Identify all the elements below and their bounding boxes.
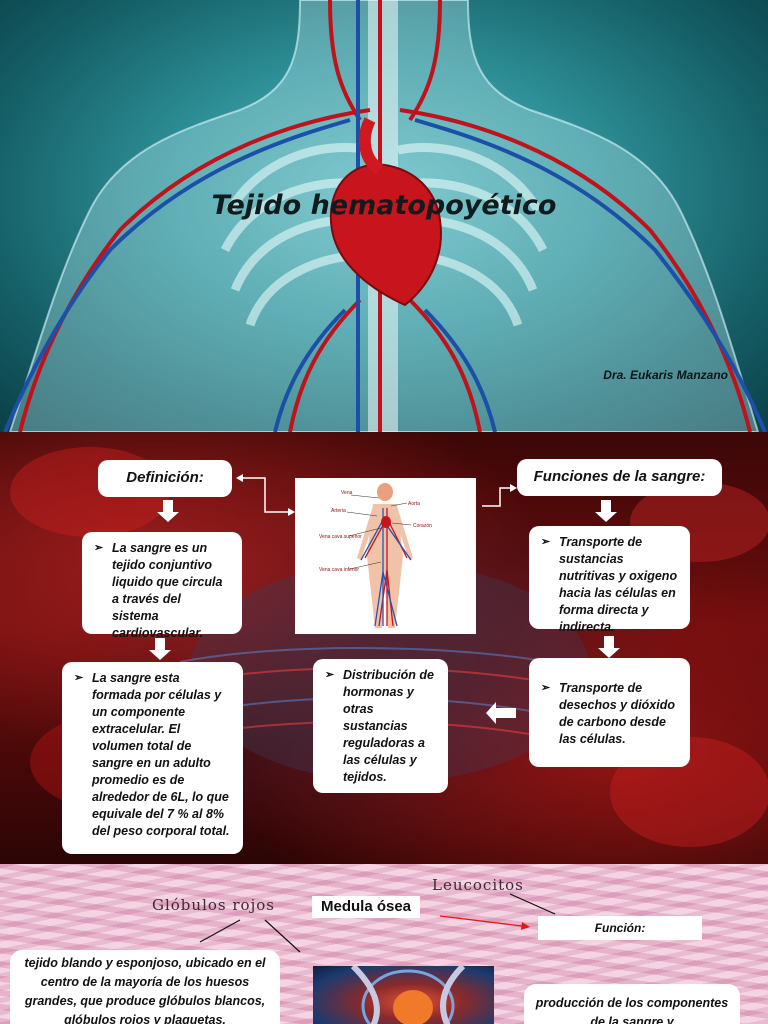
medula-osea-label: Medula ósea [312, 896, 420, 918]
diagram-label-arteria: Arteria [331, 508, 346, 514]
funcion-1-box: ➢ Transporte de sustancias nutritivas y … [529, 526, 690, 634]
bone-marrow-slide: Glóbulos rojos Leucocitos Medula ósea Fu… [0, 864, 768, 1024]
bullet-arrow-icon: ➢ [94, 542, 104, 554]
arrow-down-funcion-2 [598, 636, 620, 658]
funciones-label: Funciones de la sangre: [533, 468, 706, 485]
bullet-arrow-icon: ➢ [74, 672, 84, 684]
composicion-text: La sangre esta formada por células y un … [92, 671, 230, 838]
bullet-arrow-icon: ➢ [541, 536, 551, 548]
arrow-left-funcion-3 [486, 702, 516, 724]
circulatory-body-illustration [3, 0, 767, 432]
globulos-rojos-label: Glóbulos rojos [152, 896, 275, 914]
funcion-2-box: ➢ Transporte de desechos y dióxido de ca… [529, 658, 690, 767]
funcion-description-box: producción de los componentes de la sang… [524, 984, 740, 1024]
funcion-1-text: Transporte de sustancias nutritivas y ox… [559, 535, 678, 634]
diagram-label-vena-cava-superior: Vena cava superior [319, 534, 362, 540]
funcion-3-text: Distribución de hormonas y otras sustanc… [343, 668, 434, 784]
arrow-down-composicion [149, 638, 171, 660]
bullet-arrow-icon: ➢ [325, 669, 335, 681]
funcion-label: Función: [538, 916, 702, 940]
funciones-header: Funciones de la sangre: [517, 459, 722, 496]
bone-marrow-image [313, 966, 494, 1024]
definicion-text-box: ➢ La sangre es un tejido conjuntivo liqu… [82, 532, 242, 640]
blood-definition-slide: Definición: Funciones de la sangre: [0, 432, 768, 864]
title-slide: Tejido hematopoyético Dra. Eukaris Manza… [0, 0, 768, 432]
diagram-label-vena-cava-inferior: Vena cava inferior [319, 567, 359, 573]
definicion-header: Definición: [98, 460, 232, 497]
diagram-label-aorta: Aorta [408, 501, 420, 507]
connector-arrows [236, 474, 517, 516]
author-name: Dra. Eukaris Manzano [603, 368, 728, 382]
arrow-down-funciones [595, 500, 617, 522]
funcion-description-text: producción de los componentes de la sang… [535, 996, 729, 1024]
leucocitos-label: Leucocitos [432, 876, 524, 894]
slide-title: Tejido hematopoyético [211, 190, 557, 221]
definicion-label: Definición: [126, 469, 204, 486]
funcion-2-text: Transporte de desechos y dióxido de carb… [559, 681, 676, 746]
diagram-label-vena: Vena [341, 490, 353, 496]
medula-description-box: tejido blando y esponjoso, ubicado en el… [10, 950, 280, 1024]
circulatory-diagram: Vena Aorta Arteria Corazón Vena cava sup… [295, 478, 476, 634]
funcion-3-box: ➢ Distribución de hormonas y otras susta… [313, 659, 448, 793]
medula-description-text: tejido blando y esponjoso, ubicado en el… [24, 956, 266, 1024]
bullet-arrow-icon: ➢ [541, 682, 551, 694]
pointer-lines [199, 893, 556, 953]
diagram-label-corazon: Corazón [413, 523, 432, 529]
composicion-text-box: ➢ La sangre esta formada por células y u… [62, 662, 243, 854]
arrow-down-definicion [157, 500, 179, 522]
definicion-text: La sangre es un tejido conjuntivo liquid… [112, 541, 223, 640]
